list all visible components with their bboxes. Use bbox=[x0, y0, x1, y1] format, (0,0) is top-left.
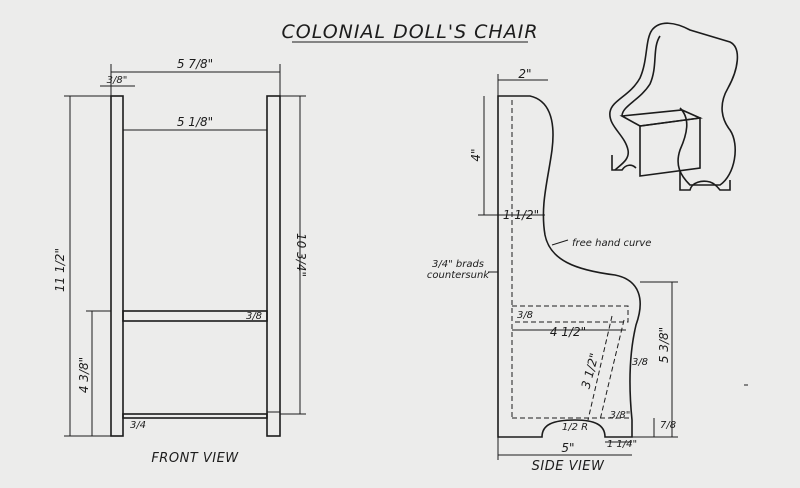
dim-overall-width: 5 7/8" bbox=[177, 57, 213, 71]
sketch-inner-side bbox=[621, 35, 661, 117]
dim-foot-height: 7/8 bbox=[660, 420, 676, 431]
dim-neck-width: 1 1/2" bbox=[503, 208, 539, 222]
front-right-board bbox=[266, 95, 281, 437]
side-view-caption: SIDE VIEW bbox=[532, 459, 605, 474]
dim-top-drop: 4" bbox=[469, 148, 483, 161]
dim-top-width: 2" bbox=[518, 67, 531, 81]
dim-board-thickness: 3/8" bbox=[107, 75, 128, 86]
seat-hidden-lines bbox=[512, 305, 629, 323]
front-view: 5 7/8" 3/8" 5 1/8" 11 1/2" 4 3/8" 10 3/4… bbox=[53, 57, 308, 466]
front-view-caption: FRONT VIEW bbox=[151, 451, 239, 466]
sketch-back-panel bbox=[651, 22, 739, 186]
front-leg-hidden-lines bbox=[587, 315, 625, 421]
front-bottom-rail bbox=[122, 413, 268, 419]
front-left-board bbox=[110, 95, 124, 437]
dim-base-width: 5" bbox=[561, 441, 574, 455]
sketch-side-panel bbox=[609, 29, 653, 171]
note-countersunk: countersunk bbox=[427, 270, 490, 281]
side-view: 2" 4" 1 1/2" free hand curve 3/4" brads … bbox=[427, 67, 678, 474]
dim-inner-width: 5 1/8" bbox=[177, 115, 213, 129]
dim-arch-radius: 1/2 R bbox=[562, 422, 588, 433]
drawing-title: COLONIAL DOLL'S CHAIR bbox=[281, 21, 538, 43]
dim-base-gap: 3/4 bbox=[130, 420, 146, 431]
note-free-hand-curve: free hand curve bbox=[572, 238, 651, 249]
front-right-foot bbox=[266, 411, 281, 437]
sketch-base bbox=[679, 170, 731, 191]
dim-side-seat-thickness: 3/8 bbox=[517, 310, 533, 321]
dim-seat-depth: 4 1/2" bbox=[550, 325, 586, 339]
dim-side-height: 10 3/4" bbox=[294, 233, 308, 277]
dim-foot-width: 1 1/4" bbox=[607, 439, 637, 450]
side-profile-outline bbox=[497, 95, 641, 438]
dim-seat-thickness: 3/8 bbox=[246, 311, 262, 322]
dim-leg-length: 3 1/2" bbox=[579, 352, 602, 391]
dim-front-height: 5 3/8" bbox=[657, 327, 671, 363]
dim-leg-thickness: 3/8 bbox=[632, 357, 648, 368]
note-brads: 3/4" brads bbox=[432, 259, 484, 270]
dim-seat-height: 4 3/8" bbox=[77, 357, 91, 393]
front-seat bbox=[122, 310, 268, 322]
dim-leg-foot: 3/8" bbox=[610, 410, 631, 421]
perspective-sketch bbox=[609, 22, 739, 191]
sketch-front-apron bbox=[639, 117, 701, 177]
dim-overall-height: 11 1/2" bbox=[53, 248, 67, 292]
sketch-left-base bbox=[611, 155, 637, 171]
note-leader bbox=[551, 239, 569, 246]
